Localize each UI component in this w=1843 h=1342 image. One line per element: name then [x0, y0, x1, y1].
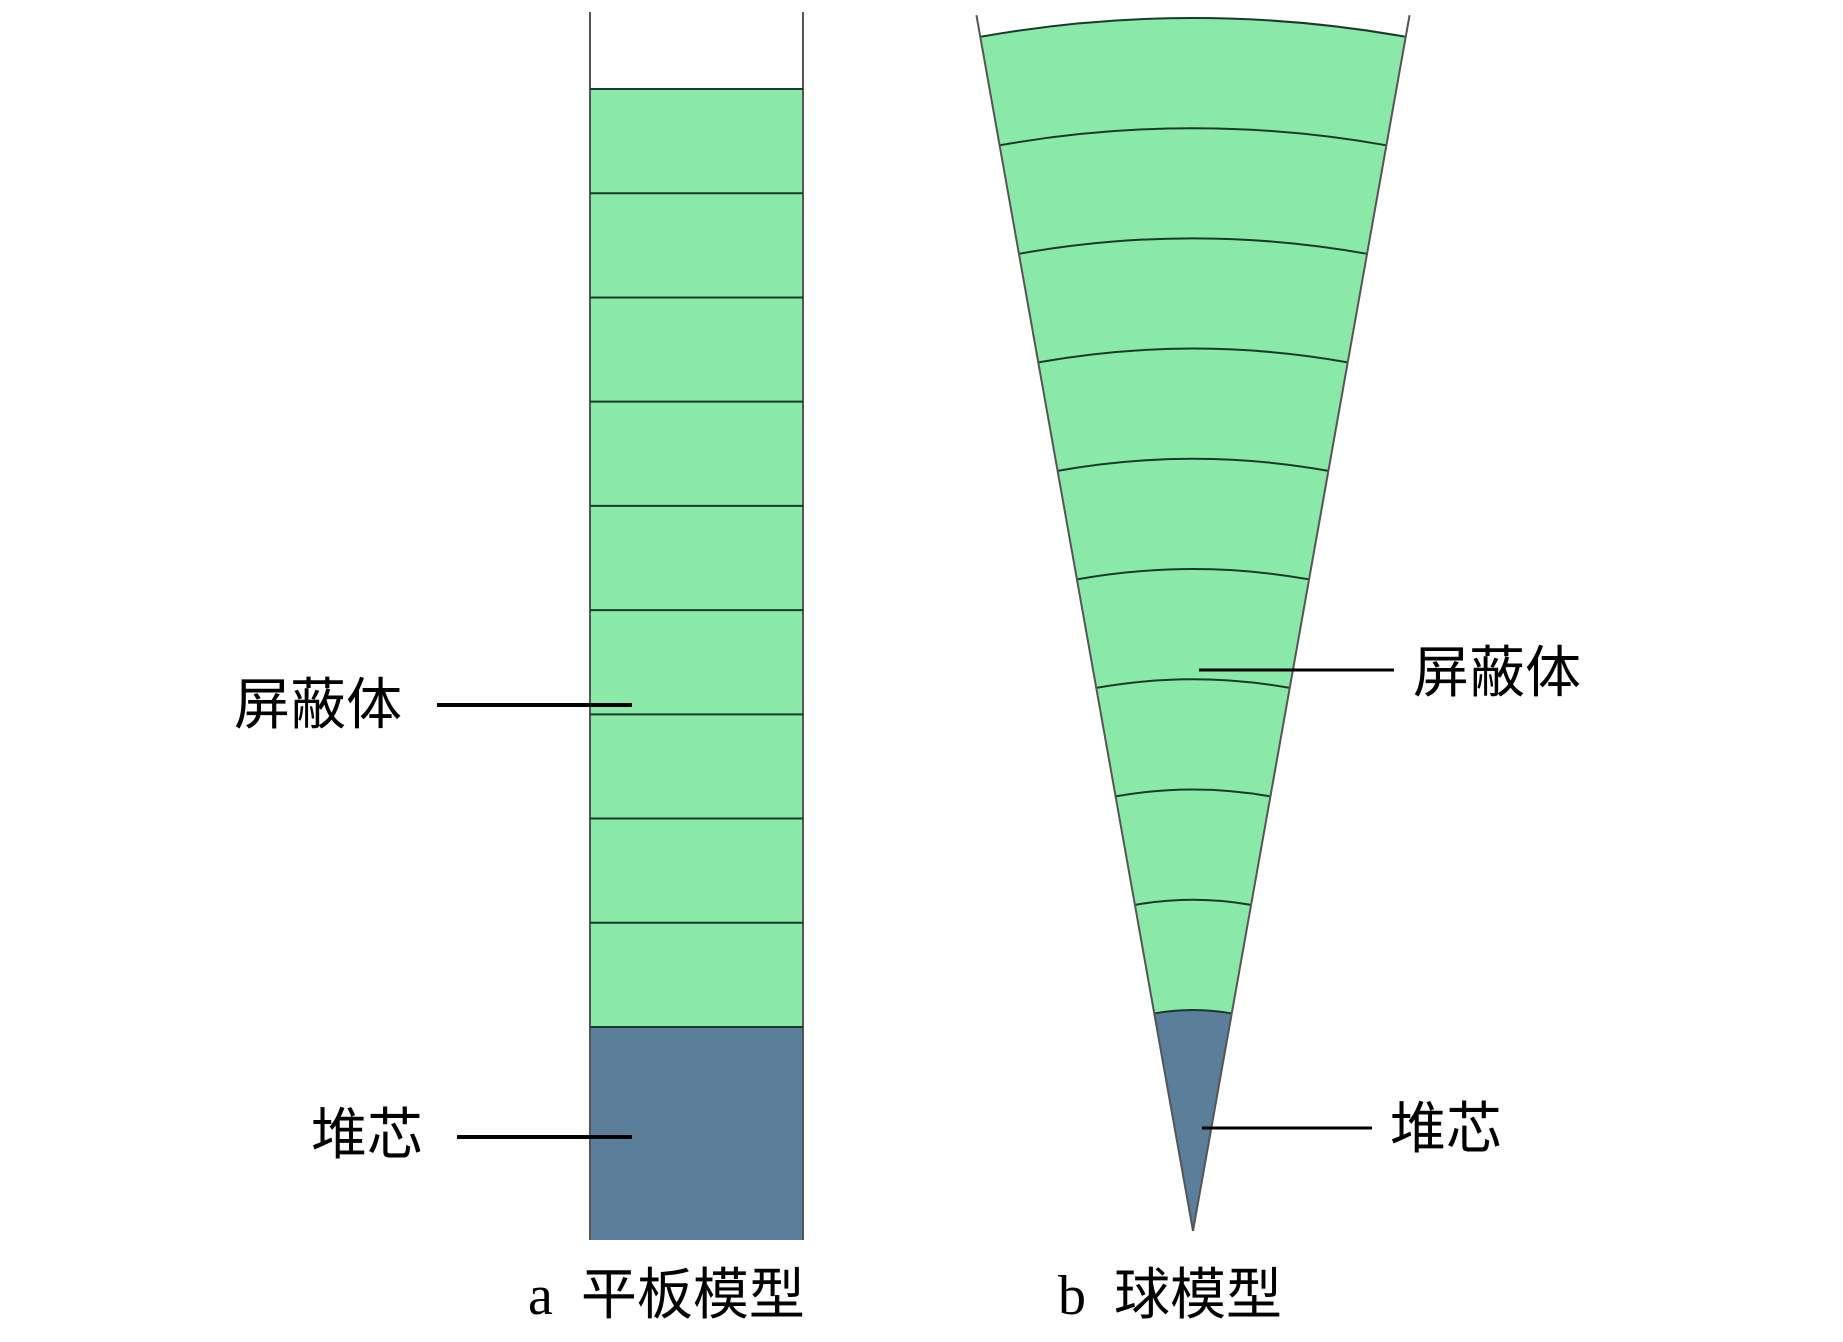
- slab-shield-label: 屏蔽体: [234, 673, 402, 738]
- sphere-layer-boundary: [1018, 237, 1368, 255]
- sphere-caption-letter: b: [1058, 1265, 1086, 1327]
- sphere-layer-boundary: [1115, 788, 1271, 798]
- sphere-layer-boundary: [1038, 347, 1348, 364]
- slab-caption: a 平板模型: [528, 1265, 805, 1327]
- sphere-layer-boundary: [999, 127, 1387, 147]
- sphere-shield-region: [980, 18, 1406, 1014]
- sphere-core-label: 堆芯: [1390, 1097, 1502, 1162]
- sphere-layer-boundary: [1154, 1009, 1232, 1015]
- sphere-caption: b 球模型: [1058, 1265, 1282, 1327]
- sphere-left-boundary: [975, 14, 1194, 1232]
- sphere-layer-boundary: [980, 17, 1406, 38]
- sphere-core-region: [1154, 1010, 1232, 1231]
- sphere-layer-boundary: [1076, 568, 1310, 581]
- slab-shield-region: [590, 89, 803, 1027]
- sphere-caption-text: 球模型: [1114, 1263, 1282, 1328]
- sphere-layer-boundary: [1057, 457, 1329, 472]
- sphere-layer-boundary: [1096, 678, 1290, 689]
- sphere-layer-boundary: [1134, 898, 1252, 906]
- slab-core-label: 堆芯: [311, 1103, 423, 1168]
- sphere-right-boundary: [1192, 14, 1411, 1232]
- slab-caption-letter: a: [528, 1265, 553, 1327]
- sphere-shield-label: 屏蔽体: [1413, 641, 1581, 706]
- slab-caption-text: 平板模型: [580, 1263, 805, 1328]
- slab-core-region: [590, 1027, 803, 1240]
